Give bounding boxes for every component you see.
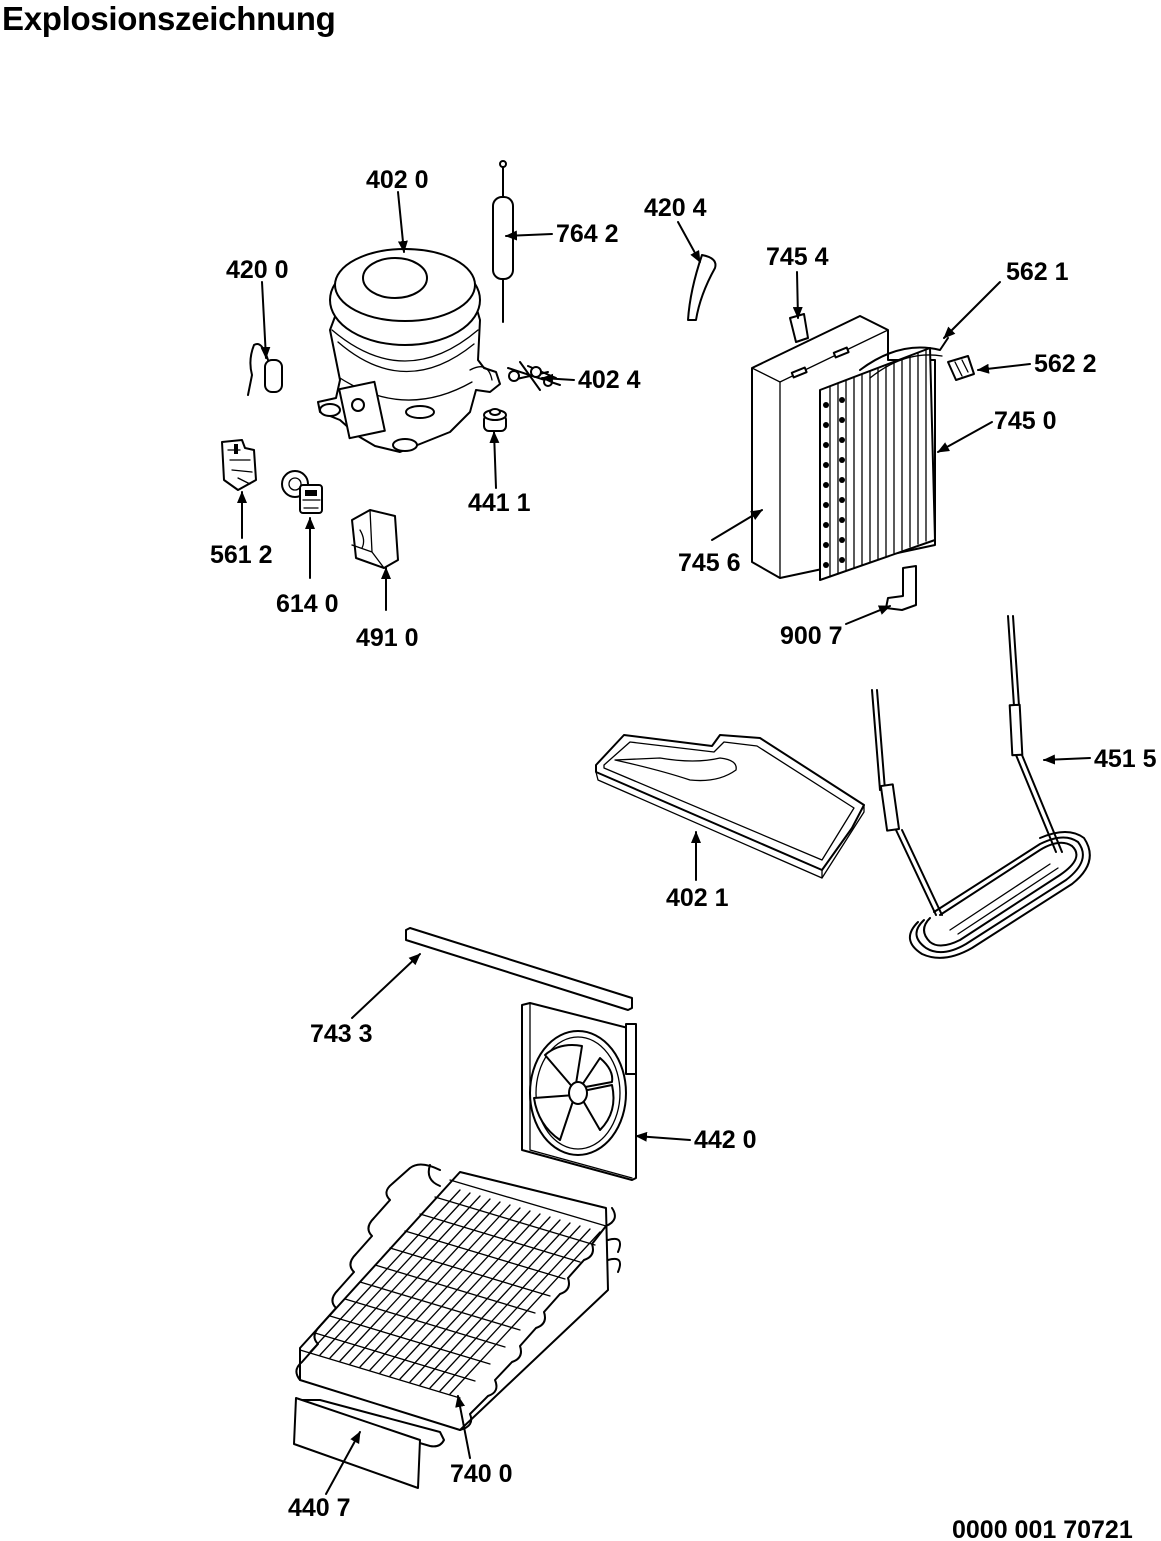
fan-assembly-part [521, 1002, 637, 1181]
defrost-heater-part [871, 615, 1091, 959]
drip-tray-part [595, 734, 865, 879]
insulation-strip-part [405, 927, 633, 1011]
relay-cover-part [351, 509, 399, 569]
label-745-4: 745 4 [766, 243, 829, 271]
condenser-part [295, 1163, 621, 1448]
compressor-part [317, 248, 501, 453]
part-labels: 402 0 764 2 420 4 745 4 562 1 420 0 402 … [210, 166, 1157, 1541]
label-743-3: 743 3 [310, 1020, 373, 1048]
clamp-part [507, 361, 561, 391]
label-451-5: 451 5 [1094, 745, 1157, 773]
filter-dryer-part [492, 160, 514, 323]
label-441-1: 441 1 [468, 489, 531, 517]
label-562-1: 562 1 [1006, 258, 1069, 286]
label-745-6: 745 6 [678, 549, 741, 577]
page-title: Explosionszeichnung [2, 0, 336, 37]
label-442-0: 442 0 [694, 1126, 757, 1154]
label-900-7: 900 7 [780, 622, 843, 650]
label-561-2: 561 2 [210, 541, 273, 569]
label-764-2: 764 2 [556, 220, 619, 248]
label-420-0: 420 0 [226, 256, 289, 284]
label-745-0: 745 0 [994, 407, 1057, 435]
label-740-0: 740 0 [450, 1460, 513, 1488]
label-440-7: 440 7 [288, 1494, 351, 1522]
label-402-0: 402 0 [366, 166, 429, 194]
document-number: 0000 001 70721 [952, 1516, 1133, 1541]
start-relay-part [221, 439, 257, 491]
label-562-2: 562 2 [1034, 350, 1097, 378]
hose-part [687, 254, 717, 321]
label-402-1: 402 1 [666, 884, 729, 912]
label-420-4: 420 4 [644, 194, 707, 222]
grommet-part [483, 408, 507, 432]
evaporator-assembly-part [751, 313, 975, 611]
label-614-0: 614 0 [276, 590, 339, 618]
overload-protector-part [281, 470, 323, 514]
label-402-4: 402 4 [578, 366, 641, 394]
leader-lines [237, 191, 1091, 1495]
label-491-0: 491 0 [356, 624, 419, 652]
